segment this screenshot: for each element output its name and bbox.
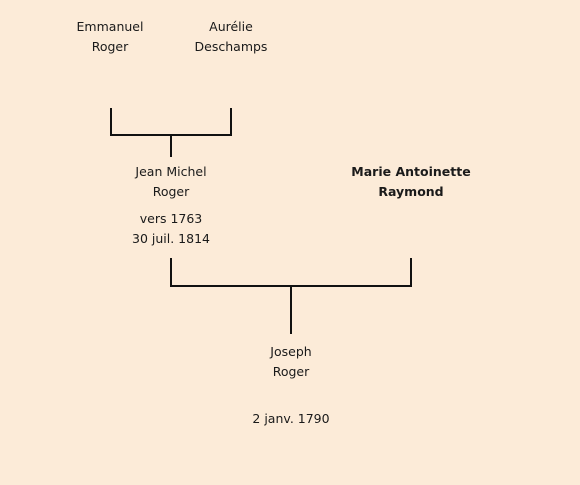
connector-grandparents	[110, 108, 232, 136]
person-joseph-roger[interactable]: Joseph Roger 2 janv. 1790	[221, 342, 361, 429]
first-name: Jean Michel	[135, 164, 207, 179]
last-name: Raymond	[378, 184, 444, 199]
first-name: Joseph	[270, 344, 312, 359]
connector-parents	[170, 258, 412, 287]
last-name: Roger	[272, 364, 310, 379]
person-aurelie-deschamps[interactable]: Aurélie Deschamps	[161, 17, 301, 57]
first-name: Aurélie	[209, 19, 253, 34]
birth-date: 2 janv. 1790	[252, 411, 330, 426]
last-name: Deschamps	[194, 39, 268, 54]
birth-date: vers 1763	[139, 211, 203, 226]
death-date: 30 juil. 1814	[132, 231, 210, 246]
last-name: Roger	[91, 39, 129, 54]
person-emmanuel-roger[interactable]: Emmanuel Roger	[40, 17, 180, 57]
last-name: Roger	[152, 184, 190, 199]
person-marie-antoinette-raymond[interactable]: Marie Antoinette Raymond	[341, 162, 481, 202]
first-name: Emmanuel	[76, 19, 144, 34]
person-jean-michel-roger[interactable]: Jean Michel Roger vers 1763 30 juil. 181…	[101, 162, 241, 249]
first-name: Marie Antoinette	[351, 164, 471, 179]
